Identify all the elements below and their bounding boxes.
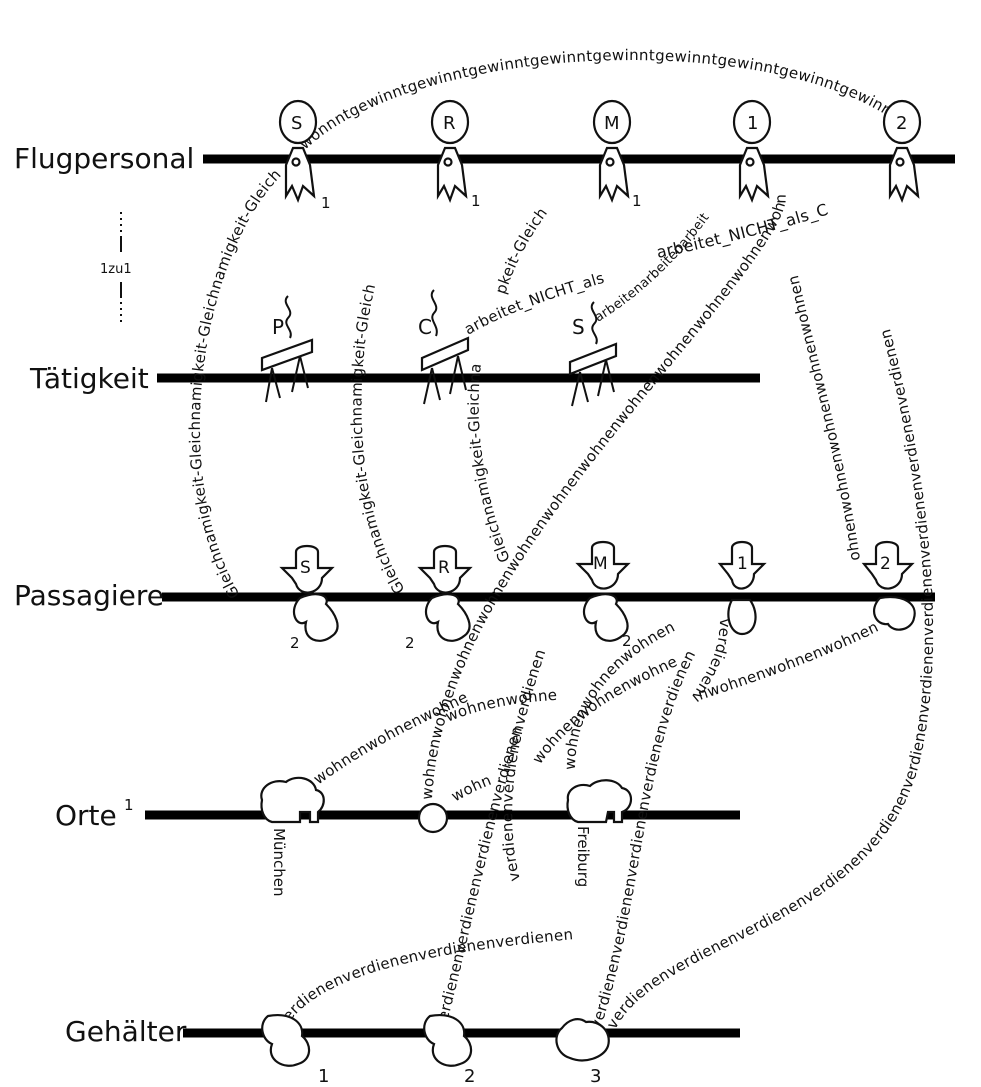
crew-letter: R (443, 113, 456, 134)
salary-figure-1: 1 (261, 1014, 329, 1087)
crew-subscript: 1 (471, 192, 481, 210)
cardinality-note: 1zu1 (100, 212, 132, 322)
passenger-letter: M (593, 554, 608, 574)
passenger-subscript: 2 (290, 634, 300, 652)
salary-label: 3 (590, 1066, 601, 1087)
passenger-figure-2: 2 (861, 540, 916, 631)
passenger-figure-r: R 2 (405, 544, 473, 652)
row-label-taetigkeit: Tätigkeit (29, 362, 149, 395)
salary-label: 1 (318, 1066, 329, 1087)
crew-figure-2: 2 (882, 99, 922, 204)
activity-letter: S (572, 315, 585, 339)
crew-figure-1: 1 (732, 99, 772, 204)
salary-figure-3: 3 (555, 1018, 610, 1087)
row-label-orte: Orte (55, 799, 117, 832)
relation-gleichnamigkeit-3: Gleichnamigkeit-Gleichna (465, 362, 514, 565)
row-label-gehaelter: Gehälter (65, 1015, 187, 1048)
passenger-letter: R (438, 558, 450, 578)
activity-figure-c: C (418, 289, 470, 405)
place-figure-circle (417, 802, 449, 834)
passenger-letter: S (300, 558, 311, 578)
relation-gleichnamigkeit-3b: pkeit-Gleich (492, 204, 551, 296)
crew-figure-r: R 1 (430, 99, 481, 210)
relation-wohnen-2: ohnenwohnenwohnenwohnenwohnen (784, 273, 864, 562)
activity-letter: P (272, 315, 284, 339)
place-label-freiburg: Freiburg (574, 826, 592, 887)
passenger-subscript: 2 (622, 632, 632, 650)
activity-figure-s: S (568, 301, 618, 407)
crew-letter: 2 (896, 113, 907, 134)
passenger-figure-1: 1 (717, 540, 767, 636)
crew-letter: 1 (747, 113, 758, 134)
row-label-orte-superscript: 1 (124, 796, 134, 814)
crew-letter: S (291, 113, 302, 134)
place-label-muenchen: München (270, 828, 288, 896)
crew-figure-s: S 1 (278, 99, 331, 212)
relation-verdienen-2: verdienenverdienenverdienenverdienen (273, 925, 574, 1032)
crew-letter: M (604, 113, 620, 134)
crew-figure-m: M 1 (592, 99, 642, 210)
crew-subscript: 1 (632, 192, 642, 210)
relation-arbeiten: arbeitenarbeitenarbeit (592, 210, 713, 325)
passenger-subscript: 2 (405, 634, 415, 652)
activity-letter: C (418, 315, 432, 339)
place-figure-muenchen: München (260, 776, 325, 896)
salary-label: 2 (464, 1066, 475, 1087)
row-label-flugpersonal: Flugpersonal (14, 142, 194, 175)
relation-gleichnamigkeit-2: Gleichnamigkeit-Gleichnamigkeit-Gleich (348, 282, 409, 597)
salary-figure-2: 2 (423, 1014, 475, 1087)
passenger-figure-s: S 2 (279, 544, 339, 652)
cardinality-label: 1zu1 (100, 262, 132, 277)
passenger-letter: 2 (880, 554, 891, 574)
passenger-letter: 1 (737, 554, 748, 574)
crew-subscript: 1 (321, 194, 331, 212)
row-label-passagiere: Passagiere (14, 579, 164, 612)
place-figure-freiburg: Freiburg (566, 779, 633, 887)
activity-figure-p: P (260, 295, 314, 403)
passenger-figure-m: M 2 (575, 540, 632, 650)
